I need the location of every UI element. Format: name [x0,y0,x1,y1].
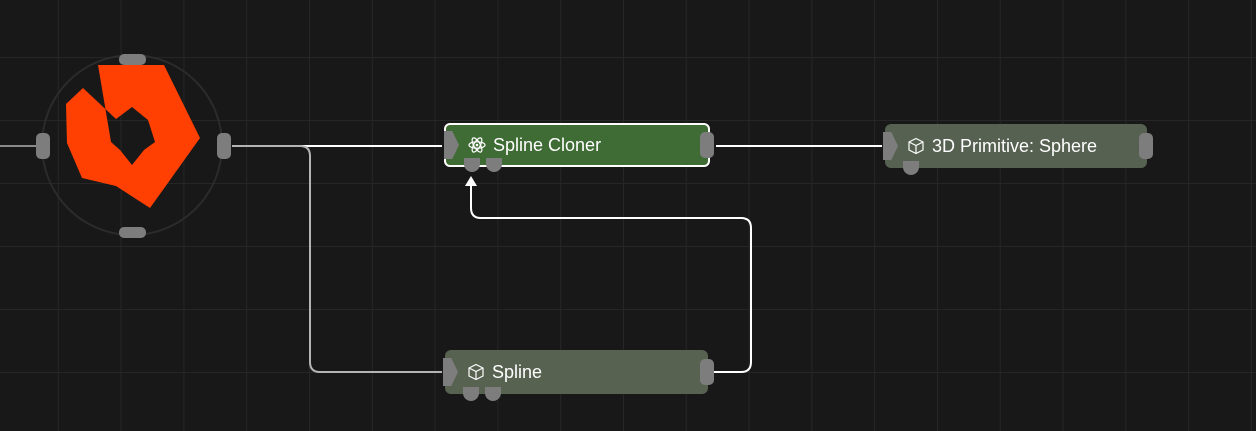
root-top-handle[interactable] [119,54,146,65]
root-input-port[interactable] [36,133,50,159]
sphere-sub-port[interactable] [903,161,919,175]
spline-output-port[interactable] [700,359,714,385]
cloner-modifier-port[interactable] [486,158,502,172]
wire-spline-to-cloner[interactable] [470,184,752,373]
spline-sub-port-2[interactable] [485,387,501,401]
spline-cloner-node[interactable]: Spline Cloner [444,123,714,172]
root-output-port[interactable] [217,133,231,159]
sphere-output-port[interactable] [1139,133,1153,159]
root-bottom-handle[interactable] [119,227,146,238]
spline-sub-port-1[interactable] [463,387,479,401]
wire-arrowhead [465,176,477,186]
cloner-input-port[interactable] [444,131,459,159]
node-title: Spline Cloner [493,134,602,155]
cube-icon [907,137,925,155]
wire-root-to-spline[interactable] [232,145,442,373]
cloner-shape-port[interactable] [464,158,480,172]
sphere-input-port[interactable] [883,132,898,160]
cloner-output-port[interactable] [700,132,714,158]
cube-icon [467,363,485,381]
atom-icon [468,136,486,154]
sphere-node[interactable]: 3D Primitive: Sphere [883,124,1153,175]
node-title: Spline [492,361,543,382]
spline-node[interactable]: Spline [443,350,714,401]
cavalry-star-logo-icon [66,65,200,208]
spline-input-port[interactable] [443,358,458,386]
root-node[interactable] [36,54,231,238]
node-title: 3D Primitive: Sphere [932,135,1098,156]
